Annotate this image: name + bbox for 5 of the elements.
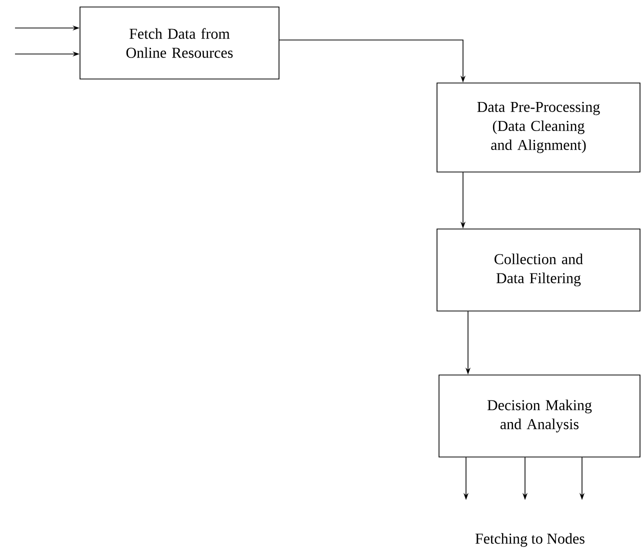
output-label: Fetching to Nodes [475, 533, 584, 547]
process-box: Fetch Data from Online Resources [80, 6, 280, 80]
process-box: Data Pre-Processing (Data Cleaning and Alignment) [436, 82, 640, 172]
process-box: Collection and Data Filtering [436, 228, 640, 312]
process-box: Decision Making and Analysis [438, 374, 640, 458]
